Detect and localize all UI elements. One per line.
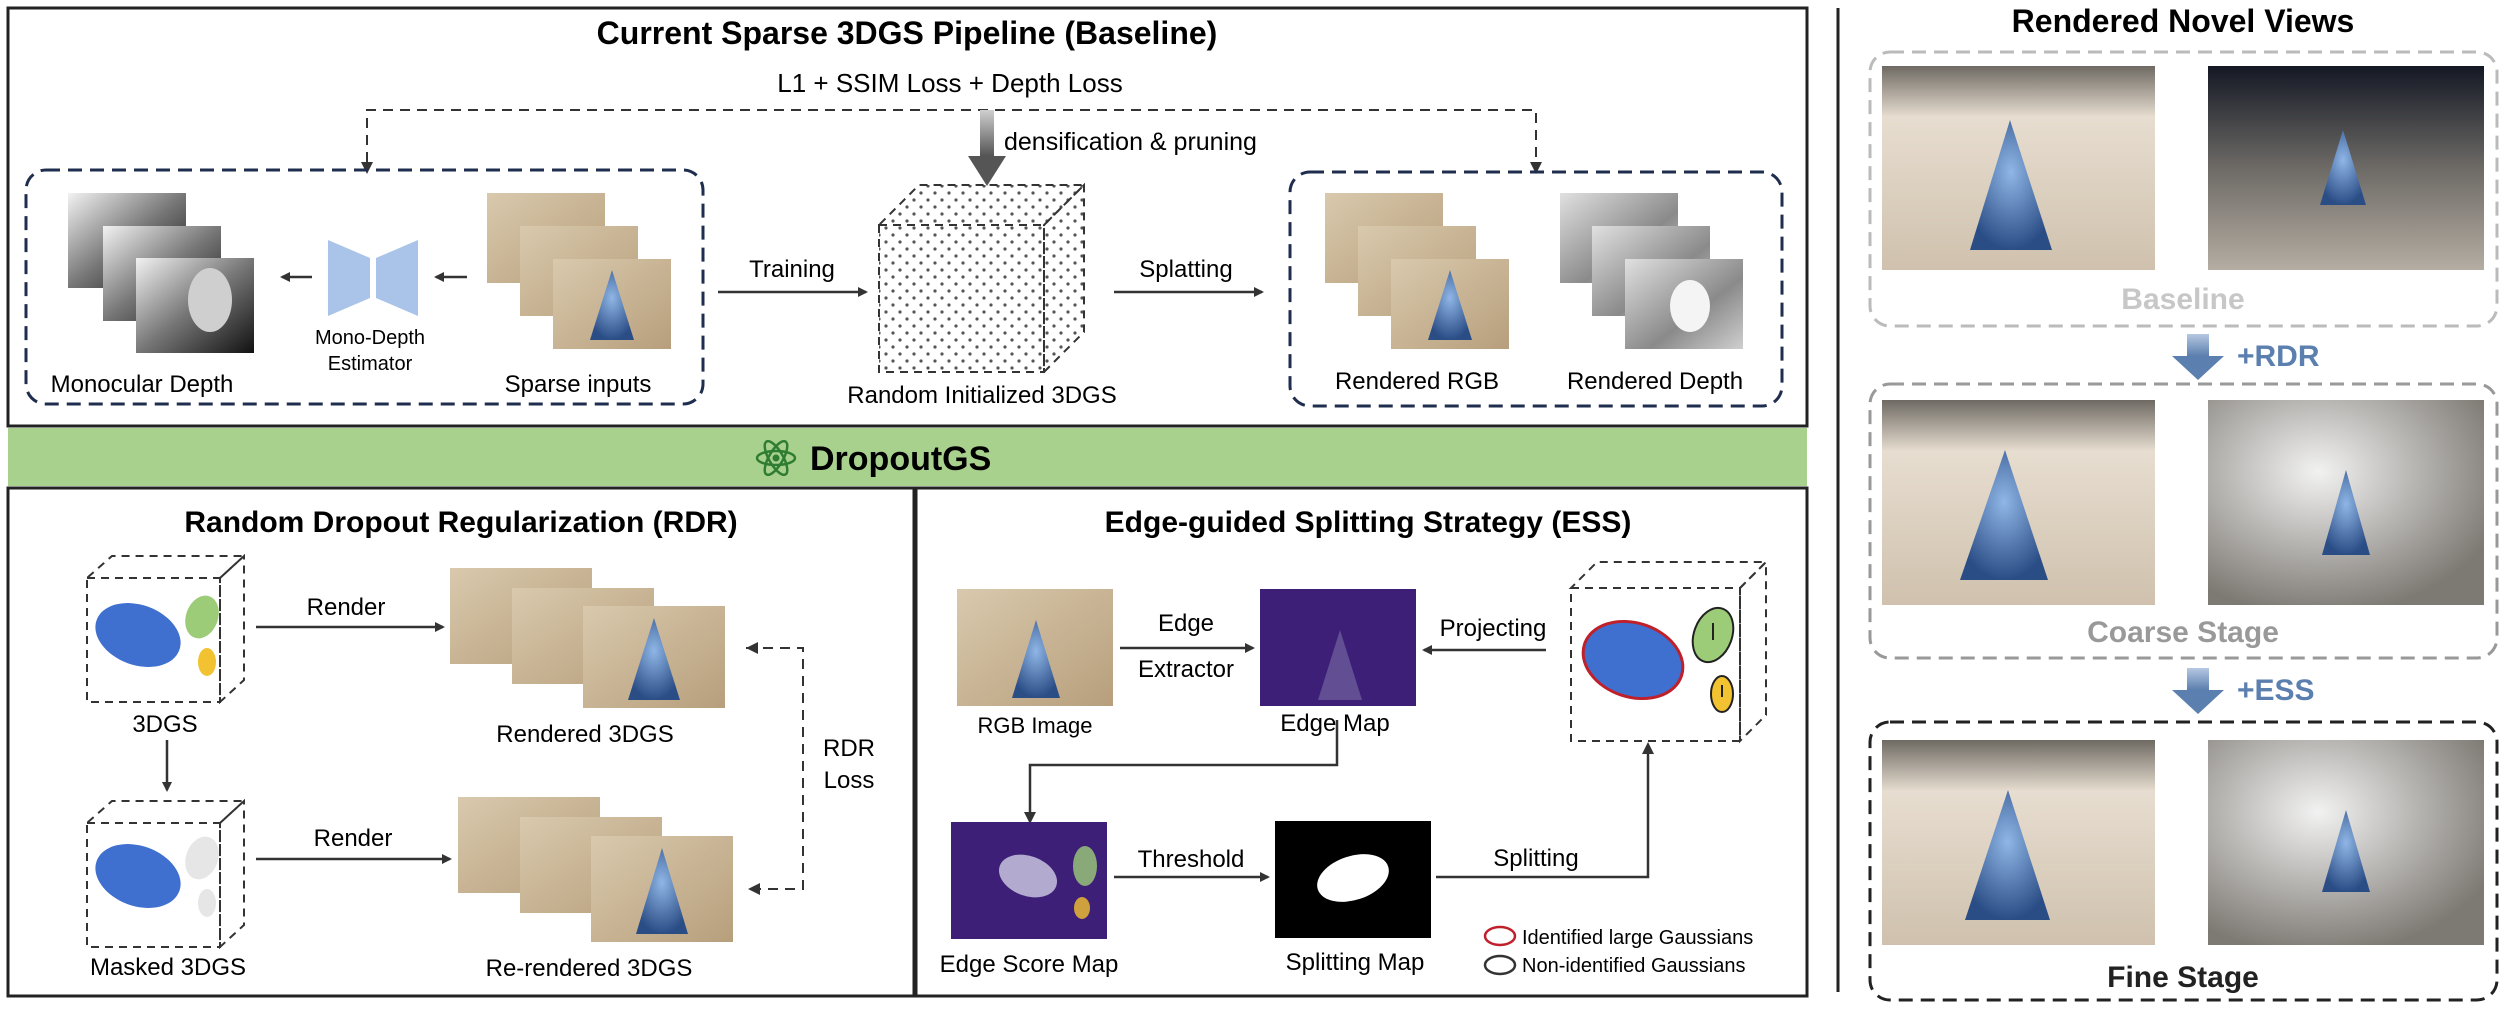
edge-score-map-label: Edge Score Map bbox=[940, 951, 1119, 978]
ess-legend: Identified large Gaussians Non-identifie… bbox=[1483, 925, 1753, 977]
projecting-label: Projecting bbox=[1440, 615, 1547, 642]
baseline-views-label: Baseline bbox=[2121, 283, 2244, 316]
render-output-box bbox=[1288, 170, 1784, 408]
rdr-loss-label-1: RDR bbox=[823, 735, 875, 762]
coarse-views-box bbox=[1868, 382, 2499, 660]
rdr-loss-arrow bbox=[746, 647, 804, 890]
masked-gaussians-cube bbox=[84, 798, 247, 950]
render-label-1: Render bbox=[307, 594, 386, 621]
fine-views-label: Fine Stage bbox=[2107, 961, 2259, 994]
rendered-rgb-label: Rendered RGB bbox=[1335, 368, 1499, 395]
training-label: Training bbox=[749, 256, 835, 283]
densify-label: densification & pruning bbox=[1004, 128, 1257, 156]
edge-map-image bbox=[1260, 589, 1416, 706]
rdr-panel bbox=[6, 486, 916, 998]
rendered-depth-label: Rendered Depth bbox=[1567, 368, 1743, 395]
ess-step-arrow bbox=[2172, 668, 2224, 714]
edge-score-map-image bbox=[951, 822, 1107, 939]
splatting-label: Splatting bbox=[1139, 256, 1232, 283]
masked-3dgs-label: Masked 3DGS bbox=[90, 954, 246, 981]
loss-feedback-arrow bbox=[366, 109, 1537, 162]
ess-step-label: +ESS bbox=[2237, 674, 2315, 707]
edge-map-label: Edge Map bbox=[1280, 710, 1389, 737]
estimator-label-1: Mono-Depth bbox=[315, 327, 425, 349]
legend-non-identified-label: Non-identified Gaussians bbox=[1522, 955, 1745, 977]
input-group-box bbox=[24, 168, 705, 406]
monocular-depth-images bbox=[68, 193, 254, 353]
atom-icon bbox=[755, 439, 797, 477]
random-init-cube bbox=[876, 182, 1087, 375]
non-identified-legend-icon bbox=[1483, 954, 1517, 976]
dropoutgs-banner bbox=[8, 428, 1807, 486]
identified-legend-icon bbox=[1483, 925, 1517, 947]
splitting-map-label: Splitting Map bbox=[1286, 949, 1425, 976]
edge-extractor-label-1: Edge bbox=[1158, 610, 1214, 637]
ess-gaussians-cube bbox=[1568, 559, 1769, 744]
splitting-map-image bbox=[1275, 821, 1431, 938]
rgb-image bbox=[957, 589, 1113, 706]
estimator-label-2: Estimator bbox=[328, 353, 413, 375]
baseline-panel bbox=[6, 6, 1809, 428]
rerendered-3dgs-images bbox=[458, 797, 733, 942]
sparse-input-images bbox=[487, 193, 671, 349]
baseline-views-box bbox=[1868, 50, 2499, 328]
rdr-title: Random Dropout Regularization (RDR) bbox=[184, 506, 737, 539]
baseline-title: Current Sparse 3DGS Pipeline (Baseline) bbox=[597, 15, 1218, 51]
mono-depth-estimator-icon bbox=[328, 240, 418, 316]
loss-label: L1 + SSIM Loss + Depth Loss bbox=[777, 68, 1122, 98]
edge-extractor-label-2: Extractor bbox=[1138, 656, 1234, 683]
rendered-3dgs-images bbox=[450, 568, 725, 708]
splitting-arrow bbox=[1436, 752, 1650, 879]
threshold-label: Threshold bbox=[1138, 846, 1245, 873]
legend-identified-label: Identified large Gaussians bbox=[1522, 927, 1753, 949]
novel-views-title: Rendered Novel Views bbox=[2012, 3, 2355, 39]
edge-score-arrow bbox=[1028, 720, 1339, 814]
render-label-2: Render bbox=[314, 825, 393, 852]
dropoutgs-title: DropoutGS bbox=[810, 440, 991, 478]
gaussians-cube bbox=[84, 553, 247, 705]
rgb-image-label: RGB Image bbox=[978, 713, 1093, 738]
rerendered-3dgs-label: Re-rendered 3DGS bbox=[486, 955, 693, 982]
gaussians-label: 3DGS bbox=[132, 711, 197, 738]
splitting-label: Splitting bbox=[1493, 845, 1578, 872]
monocular-depth-label: Monocular Depth bbox=[51, 371, 234, 398]
rdr-loss-label-2: Loss bbox=[824, 767, 875, 794]
fine-views-box bbox=[1868, 720, 2499, 1002]
rdr-step-label: +RDR bbox=[2237, 340, 2320, 373]
rendered-depth-images bbox=[1560, 193, 1743, 349]
ess-title: Edge-guided Splitting Strategy (ESS) bbox=[1105, 506, 1632, 539]
random-init-label: Random Initialized 3DGS bbox=[847, 382, 1116, 409]
sparse-inputs-label: Sparse inputs bbox=[505, 371, 652, 398]
densify-arrow bbox=[980, 110, 994, 156]
rendered-rgb-images bbox=[1325, 193, 1509, 349]
ess-panel bbox=[914, 486, 1809, 998]
rendered-3dgs-label: Rendered 3DGS bbox=[496, 721, 673, 748]
coarse-views-label: Coarse Stage bbox=[2087, 616, 2279, 649]
rdr-step-arrow bbox=[2172, 334, 2224, 380]
